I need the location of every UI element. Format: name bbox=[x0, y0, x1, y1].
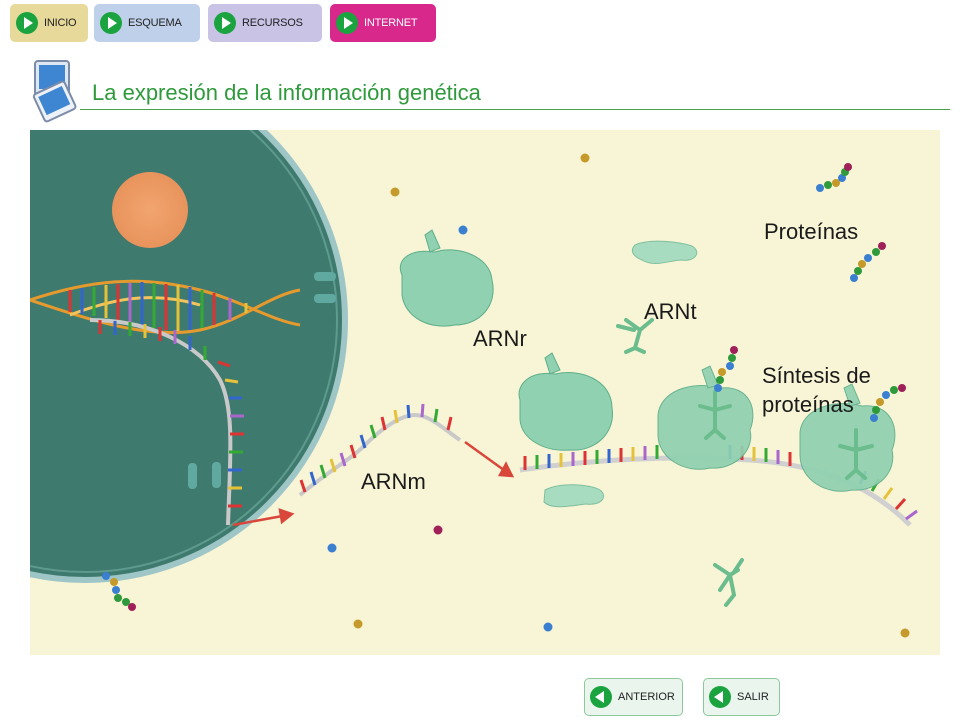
back-arrow-icon bbox=[709, 686, 731, 708]
dna-bases bbox=[68, 282, 248, 331]
nucleus bbox=[30, 130, 348, 583]
amino-acid-chain bbox=[850, 242, 886, 282]
nav-internet-button[interactable]: INTERNET bbox=[330, 4, 436, 42]
trna-icon bbox=[616, 318, 874, 607]
label-arnm: ARNm bbox=[361, 469, 426, 494]
nav-esquema-button[interactable]: ESQUEMA bbox=[94, 4, 200, 42]
play-icon bbox=[214, 12, 236, 34]
gene-expression-illustration: Proteínas ARNt ARNr Síntesis de proteína… bbox=[30, 130, 940, 655]
back-arrow-icon bbox=[590, 686, 612, 708]
nav-inicio-label: INICIO bbox=[44, 17, 77, 29]
amino-acid-chain bbox=[816, 163, 852, 192]
free-amino-acid bbox=[327, 153, 910, 638]
ribosome-free-2 bbox=[518, 352, 613, 451]
play-icon bbox=[16, 12, 38, 34]
illustration-canvas bbox=[30, 130, 940, 655]
nav-recursos-label: RECURSOS bbox=[242, 17, 303, 29]
mrna-nuclear-bases bbox=[98, 320, 244, 508]
nucleolus bbox=[112, 172, 188, 248]
play-icon bbox=[336, 12, 358, 34]
play-icon bbox=[100, 12, 122, 34]
amino-acid-chain bbox=[102, 572, 136, 611]
amino-acid-chain bbox=[714, 346, 738, 392]
label-arnr: ARNr bbox=[473, 326, 527, 351]
title-divider bbox=[80, 109, 950, 110]
label-sintesis-line1: Síntesis de bbox=[762, 363, 871, 388]
nav-internet-label: INTERNET bbox=[364, 17, 418, 29]
salir-label: SALIR bbox=[737, 691, 769, 703]
slides-icon bbox=[32, 60, 77, 123]
nav-recursos-button[interactable]: RECURSOS bbox=[208, 4, 322, 42]
protein-blob bbox=[543, 484, 604, 508]
anterior-button[interactable]: ANTERIOR bbox=[584, 678, 683, 716]
nav-inicio-button[interactable]: INICIO bbox=[10, 4, 88, 42]
nav-esquema-label: ESQUEMA bbox=[128, 17, 182, 29]
label-sintesis-line2: proteínas bbox=[762, 392, 854, 417]
salir-button[interactable]: SALIR bbox=[703, 678, 780, 716]
label-arnt: ARNt bbox=[644, 299, 697, 324]
amino-acid-chain bbox=[870, 384, 906, 422]
label-proteinas: Proteínas bbox=[764, 219, 859, 244]
anterior-label: ANTERIOR bbox=[618, 691, 675, 703]
arrow-icon bbox=[232, 440, 515, 527]
protein-blob bbox=[631, 240, 698, 265]
page-title: La expresión de la información genética bbox=[92, 80, 481, 105]
ribosome-free-1 bbox=[399, 229, 494, 327]
free-mrna-bases bbox=[299, 403, 453, 493]
